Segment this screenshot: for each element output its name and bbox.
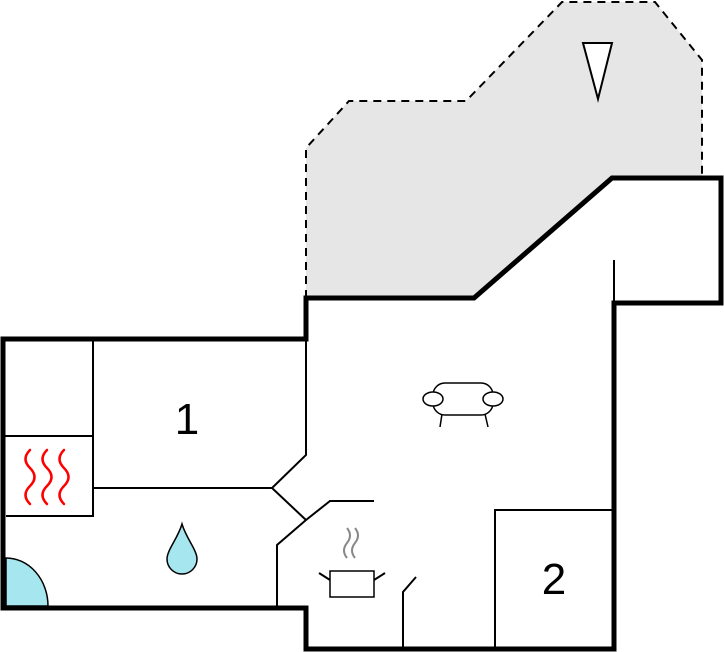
water-drop-icon xyxy=(166,521,198,575)
heat-waves-icon xyxy=(24,448,70,506)
room-label-2: 2 xyxy=(542,555,566,604)
interior-walls xyxy=(3,260,615,649)
terrace-dashed-outline xyxy=(305,0,703,298)
room-label-1: 1 xyxy=(175,395,199,444)
shower-quarter-circle-icon xyxy=(5,557,49,607)
terrace-area xyxy=(306,2,702,298)
terrace xyxy=(305,0,703,298)
sofa-icon xyxy=(422,382,504,428)
north-arrow-icon xyxy=(581,42,614,103)
exterior-walls xyxy=(0,175,724,652)
cooking-pot-icon xyxy=(318,527,386,598)
